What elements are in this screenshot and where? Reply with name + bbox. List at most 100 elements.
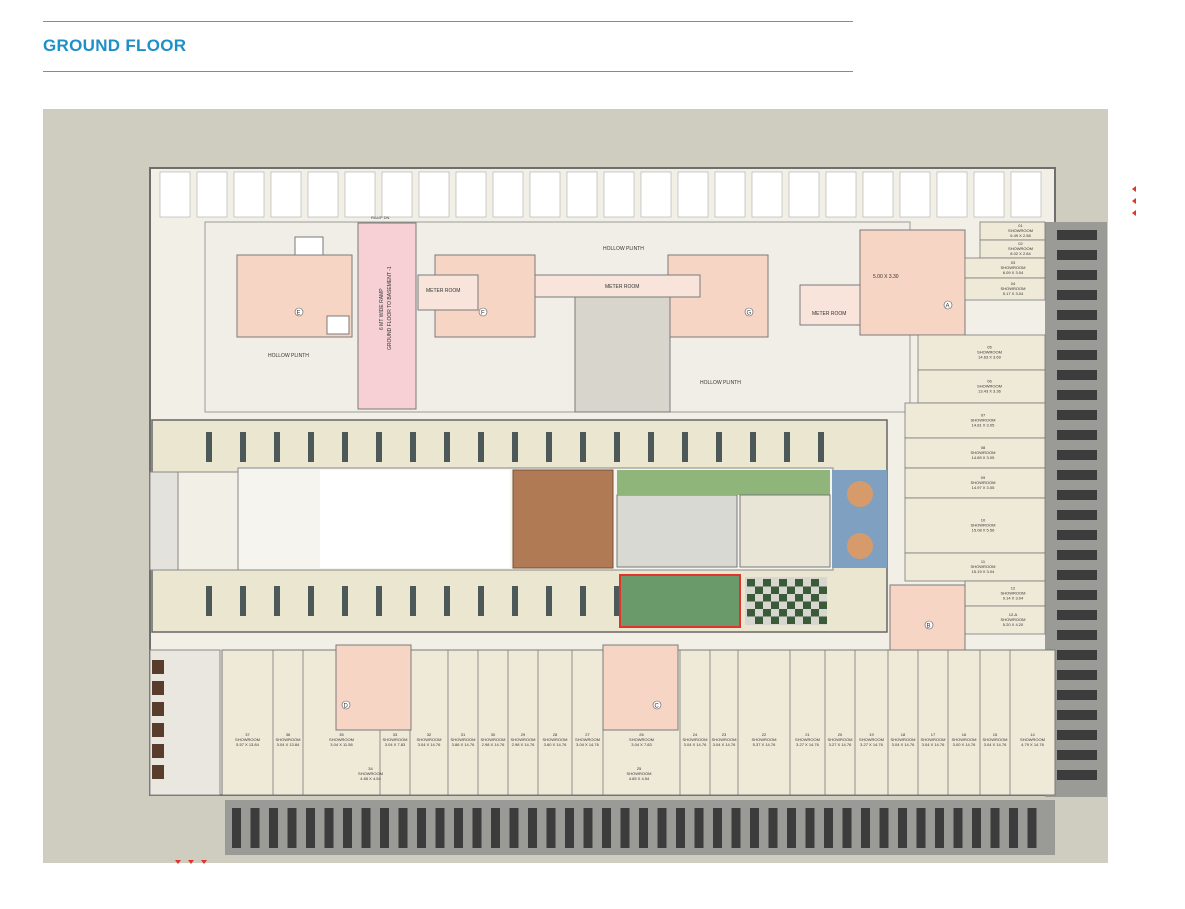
showroom-label: SHOWROOM — [481, 737, 506, 742]
parking-stall — [862, 171, 894, 218]
tennis-court — [619, 574, 741, 628]
showroom-number: 22 — [762, 732, 767, 737]
column — [546, 586, 552, 616]
showroom-size: 3.04 X 14.76 — [713, 742, 736, 747]
showroom-number: 23 — [722, 732, 727, 737]
showroom-05 — [917, 334, 1046, 371]
showroom-number: 31 — [461, 732, 466, 737]
showroom-number: 10 — [981, 518, 986, 523]
column — [274, 432, 280, 462]
showroom-size: 5.57 X 13.84 — [236, 742, 259, 747]
meter-room-west: METER ROOM — [417, 274, 479, 311]
showroom-size: 3.04 X 14.76 — [576, 742, 599, 747]
core-a-id: A — [946, 304, 950, 310]
west-parking-bay — [152, 681, 164, 695]
south-parking-bay — [361, 808, 371, 848]
showroom-label: SHOWROOM — [417, 737, 442, 742]
south-parking-bay — [528, 808, 537, 848]
core-c: C — [602, 644, 679, 731]
showroom-label: SHOWROOM — [1001, 286, 1026, 291]
showroom-label: SHOWROOM — [451, 737, 476, 742]
showroom-number: 16 — [962, 732, 967, 737]
amenity-rooms — [739, 494, 831, 568]
showroom-label: SHOWROOM — [971, 523, 996, 528]
meter-room-east: METER ROOM — [799, 284, 861, 326]
chess-square — [779, 594, 787, 602]
south-parking-bay — [565, 808, 574, 848]
ramp-label-2: GROUND FLOOR TO BASEMENT -1 — [387, 266, 393, 350]
chess-square — [803, 601, 811, 609]
showroom-size: 4.79 X 14.76 — [1021, 742, 1044, 747]
south-parking-bay — [713, 808, 722, 848]
showroom-label: SHOWROOM — [358, 771, 383, 776]
east-parking-bay — [1057, 610, 1097, 620]
east-parking-bay — [1057, 750, 1097, 760]
south-parking-bay — [750, 808, 759, 848]
chess-square — [787, 586, 795, 594]
column — [682, 432, 688, 462]
showroom-label: SHOWROOM — [627, 771, 652, 776]
showroom-number: 17 — [931, 732, 936, 737]
south-parking-bay — [768, 808, 778, 848]
showroom-size: 13.43 X 3.36 — [978, 389, 1001, 394]
showroom-size: 2.98 X 14.76 — [482, 742, 505, 747]
chess-square — [787, 601, 795, 609]
showroom-size: 14.89 X 3.05 — [972, 455, 995, 460]
chess-square — [771, 586, 779, 594]
showroom-number: 34 — [368, 766, 373, 771]
showroom-size: 2.98 X 14.76 — [512, 742, 535, 747]
column — [614, 586, 620, 616]
chess-square — [747, 609, 755, 617]
showroom-size: 4.65 X 4.54 — [629, 776, 650, 781]
parking-stall — [270, 171, 302, 218]
core-f-id: F — [481, 311, 485, 317]
showroom-label: SHOWROOM — [971, 564, 996, 569]
south-parking-bay — [324, 808, 334, 848]
parking-stall — [455, 171, 487, 218]
showroom-size: 3.27 X 14.76 — [796, 742, 819, 747]
showroom-number: 12 — [1011, 586, 1016, 591]
column — [648, 432, 654, 462]
south-parking-bay — [306, 808, 315, 848]
west-parking-bay — [152, 723, 164, 737]
column — [240, 432, 246, 462]
entry-arrows — [175, 186, 1136, 864]
showroom-label: SHOWROOM — [383, 737, 408, 742]
showroom-size: 3.04 X 14.76 — [418, 742, 441, 747]
chess-square — [779, 579, 787, 587]
column — [444, 586, 450, 616]
column — [410, 586, 416, 616]
south-parking-bay — [491, 808, 500, 848]
parking-stall — [677, 171, 709, 218]
parking-stall — [825, 171, 857, 218]
showroom-size: 15.19 X 3.04 — [972, 569, 995, 574]
showroom-label: SHOWROOM — [511, 737, 536, 742]
showroom-size: 9.14 X 3.04 — [1003, 596, 1024, 601]
column — [716, 432, 722, 462]
south-parking-bay — [879, 808, 889, 848]
showroom-label: SHOWROOM — [712, 737, 737, 742]
west-stair — [149, 471, 239, 571]
showroom-size: 3.60 X 14.76 — [544, 742, 567, 747]
meter-room-label: METER ROOM — [812, 311, 846, 317]
showroom-label: SHOWROOM — [629, 737, 654, 742]
chess-board — [747, 579, 827, 624]
showroom-number: 08 — [981, 445, 986, 450]
arrow-icon — [1132, 198, 1136, 204]
showroom-label: SHOWROOM — [971, 450, 996, 455]
bottom-rule — [43, 71, 853, 72]
south-parking-bay — [583, 808, 593, 848]
chess-square — [763, 579, 771, 587]
showroom-size: 6.49 X 2.58 — [1010, 233, 1031, 238]
ramp: RAMP DN 6 MT WIDE RAMP GROUND FLOOR TO B… — [357, 215, 417, 410]
showroom-label: SHOWROOM — [971, 418, 996, 423]
meter-room-center: METER ROOM — [534, 274, 701, 298]
east-parking-bay — [1057, 290, 1097, 300]
column — [580, 432, 586, 462]
east-parking-bay — [1057, 330, 1097, 340]
south-parking-bay — [269, 808, 278, 848]
showroom-06 — [917, 369, 1046, 404]
column — [512, 432, 518, 462]
showroom-size: 4.65 X 4.54 — [360, 776, 381, 781]
